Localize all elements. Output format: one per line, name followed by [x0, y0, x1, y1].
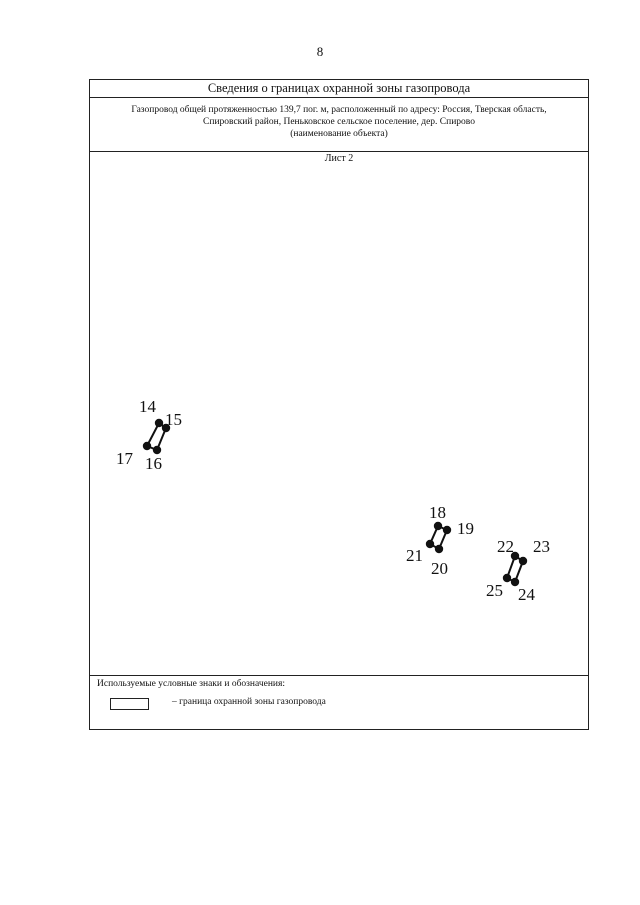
boundary-point-marker [434, 544, 444, 554]
boundary-point-marker [142, 441, 152, 451]
boundary-point-label: 19 [457, 519, 474, 538]
legend-boundary-text: – граница охранной зоны газопровода [172, 697, 326, 707]
boundary-point-marker [518, 556, 528, 566]
boundary-point-label: 17 [116, 449, 134, 468]
boundary-point-marker [510, 577, 520, 587]
boundary-point-label: 20 [431, 559, 448, 578]
boundary-point-marker [502, 573, 512, 583]
boundary-point-marker [161, 423, 171, 433]
boundary-point-marker [510, 551, 520, 561]
object-description: Газопровод общей протяженностью 139,7 по… [90, 98, 588, 152]
legend-boundary-swatch [110, 698, 149, 710]
boundary-point-label: 16 [145, 454, 162, 473]
legend-heading: Используемые условные знаки и обозначени… [97, 679, 286, 689]
object-description-line-1: Газопровод общей протяженностью 139,7 по… [131, 105, 547, 115]
boundary-point-label: 21 [406, 546, 423, 565]
protection-zone-3: 22 23 24 25 [486, 537, 550, 604]
boundary-point-label: 14 [139, 397, 157, 416]
protection-zone-2: 18 19 20 21 [406, 503, 474, 578]
legend: Используемые условные знаки и обозначени… [90, 675, 588, 730]
object-description-line-2: Спировский район, Пеньковское сельское п… [203, 117, 475, 127]
boundary-point-marker [154, 418, 164, 428]
boundary-point-label: 18 [429, 503, 446, 522]
object-description-caption: (наименование объекта) [290, 129, 388, 139]
boundary-point-marker [152, 445, 162, 455]
boundary-point-marker [433, 521, 443, 531]
protection-zone-1: 14 15 16 17 [116, 397, 182, 473]
boundary-point-label: 24 [518, 585, 536, 604]
boundary-point-label: 25 [486, 581, 503, 600]
boundary-point-label: 15 [165, 410, 182, 429]
boundary-point-label: 22 [497, 537, 514, 556]
document-frame: Сведения о границах охранной зоны газопр… [89, 79, 589, 730]
sheet-label: Лист 2 [324, 153, 354, 164]
boundary-point-label: 23 [533, 537, 550, 556]
boundary-map: 14 15 16 17 18 19 20 21 22 23 24 25 [116, 397, 550, 604]
boundary-point-marker [425, 539, 435, 549]
boundary-point-marker [442, 525, 452, 535]
document-title: Сведения о границах охранной зоны газопр… [90, 80, 588, 98]
page-number: 8 [316, 44, 324, 59]
